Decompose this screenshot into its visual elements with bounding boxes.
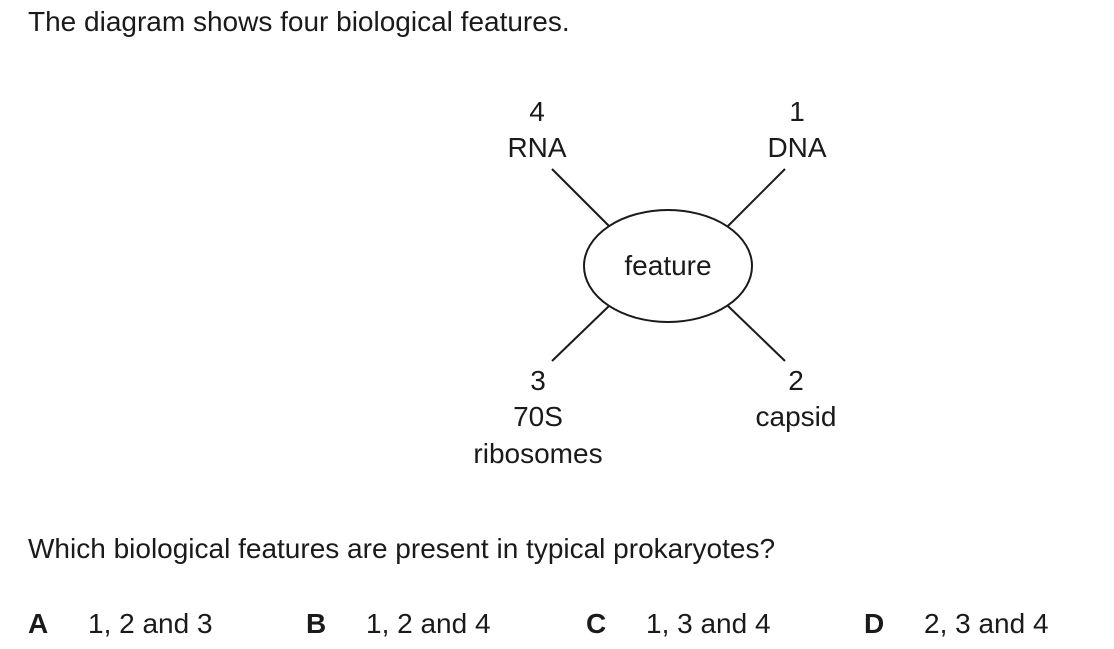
feature-label-capsid: capsid — [756, 401, 837, 432]
feature-label-dna: DNA — [767, 132, 826, 163]
connector-line-dna — [727, 168, 786, 227]
option-c-letter: C — [586, 608, 607, 639]
question-text: Which biological features are present in… — [28, 533, 776, 564]
feature-center-label: feature — [624, 250, 711, 281]
option-c[interactable]: C 1, 3 and 4 — [586, 606, 771, 642]
feature-number-rna: 4 — [529, 96, 545, 127]
option-b[interactable]: B 1, 2 and 4 — [306, 606, 491, 642]
feature-label-ribosomes-line2: ribosomes — [473, 438, 602, 469]
connector-line-rna — [551, 168, 610, 227]
option-d-text: 2, 3 and 4 — [924, 608, 1049, 639]
connector-line-ribosomes — [551, 305, 610, 362]
option-c-text: 1, 3 and 4 — [646, 608, 771, 639]
option-b-text: 1, 2 and 4 — [366, 608, 491, 639]
option-a[interactable]: A 1, 2 and 3 — [28, 606, 213, 642]
option-b-letter: B — [306, 608, 327, 639]
intro-text: The diagram shows four biological featur… — [28, 6, 570, 37]
connector-line-capsid — [727, 305, 786, 362]
feature-ellipse — [583, 209, 753, 323]
feature-diagram: feature 4 RNA 1 DNA 3 70S ribosomes 2 ca… — [473, 96, 837, 469]
feature-number-dna: 1 — [789, 96, 805, 127]
feature-label-rna: RNA — [507, 132, 566, 163]
feature-number-ribosomes: 3 — [530, 365, 546, 396]
feature-label-ribosomes-line1: 70S — [513, 401, 563, 432]
option-a-letter: A — [28, 608, 49, 639]
answer-options: A 1, 2 and 3 B 1, 2 and 4 C 1, 3 and 4 D 2, … — [0, 606, 1114, 646]
option-a-text: 1, 2 and 3 — [88, 608, 213, 639]
feature-number-capsid: 2 — [788, 365, 804, 396]
option-d[interactable]: D 2, 3 and 4 — [864, 606, 1049, 642]
option-d-letter: D — [864, 608, 885, 639]
